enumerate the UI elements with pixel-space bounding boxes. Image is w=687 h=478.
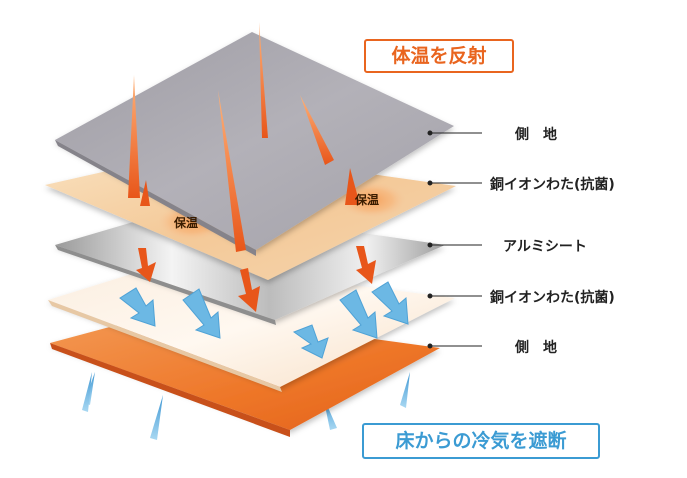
- cold-arrows: [119, 281, 409, 359]
- layer-label-upper-cotton: 銅イオンわた(抗菌): [490, 177, 615, 193]
- layer-label-top-fabric: 側 地: [515, 127, 557, 143]
- heat-spikes: [128, 22, 360, 252]
- cold-spikes-front: [82, 372, 92, 412]
- bottom-banner: 床からの冷気を遮断: [362, 423, 600, 459]
- warmth-tag-right: 保温: [355, 193, 380, 207]
- layer-label-lower-cotton: 銅イオンわた(抗菌): [490, 290, 615, 306]
- heat-arrows: [136, 246, 376, 312]
- layer-top-fabric: [55, 32, 454, 250]
- layer-label-aluminium: アルミシート: [503, 239, 587, 255]
- top-banner: 体温を反射: [364, 39, 514, 73]
- leader-lines: [427, 130, 482, 349]
- layer-label-bottom-fabric: 側 地: [515, 340, 557, 356]
- warmth-tag-left: 保温: [174, 216, 199, 230]
